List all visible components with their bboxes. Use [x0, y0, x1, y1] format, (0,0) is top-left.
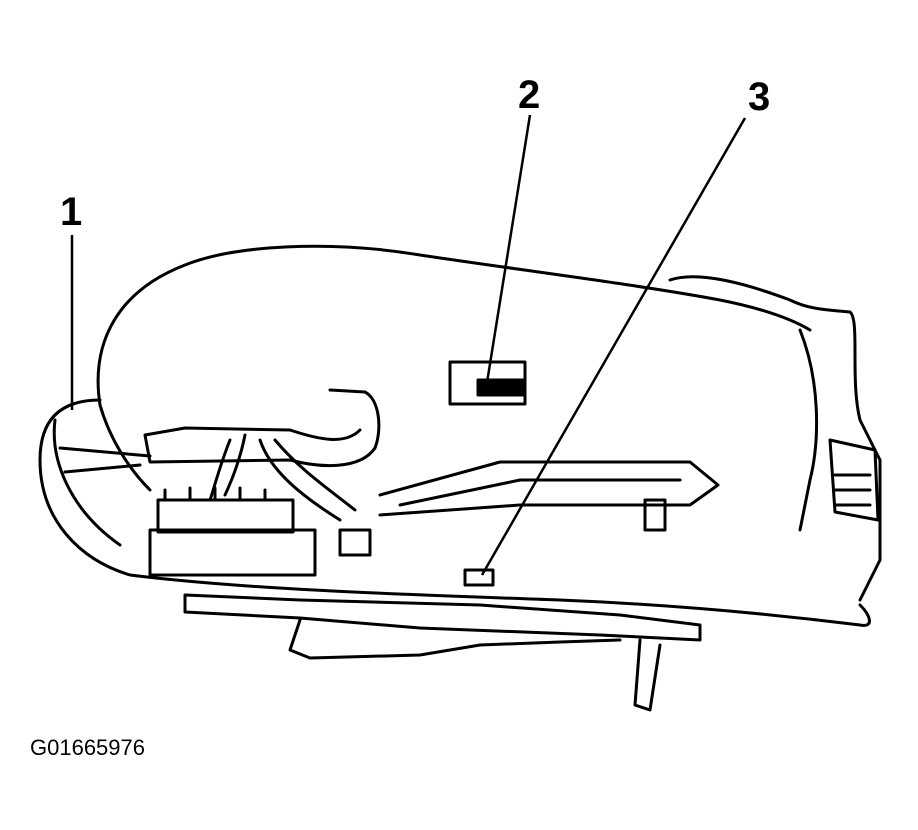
retaining-clip — [463, 568, 495, 587]
glass-reflection-line — [58, 446, 152, 458]
motor-frame-curve — [288, 428, 362, 441]
mount-bracket-inner — [798, 328, 819, 532]
figure-id: G01665976 — [30, 735, 145, 760]
motor-track — [378, 460, 720, 517]
motor-track-inner — [398, 478, 682, 507]
base-plate-lower — [288, 618, 622, 660]
track-post — [643, 498, 667, 532]
mirror-housing — [96, 244, 812, 407]
label-mark — [476, 378, 525, 397]
callout-1: 1 — [60, 190, 82, 234]
callout-2: 2 — [518, 73, 540, 117]
housing-inner-edge — [98, 403, 152, 492]
mirror-glass-rim — [52, 418, 122, 547]
connector-housing — [148, 528, 317, 577]
connector-terminals — [163, 486, 267, 502]
mount-bracket — [668, 275, 882, 602]
support-rod — [633, 638, 662, 712]
leader-line-2 — [483, 114, 532, 396]
label-plate — [448, 360, 527, 406]
glass-reflection-line-2 — [63, 463, 142, 474]
base-plate — [183, 593, 702, 642]
motor-frame — [143, 388, 381, 468]
mirror-glass — [38, 398, 871, 627]
connector-top — [156, 498, 295, 534]
mount-face — [828, 438, 880, 522]
wire-harness — [208, 438, 357, 522]
callout-3: 3 — [748, 75, 770, 119]
wire-harness-2 — [223, 433, 247, 497]
leader-line-3 — [480, 117, 747, 576]
grommet — [338, 528, 372, 557]
mount-slot — [833, 473, 872, 507]
